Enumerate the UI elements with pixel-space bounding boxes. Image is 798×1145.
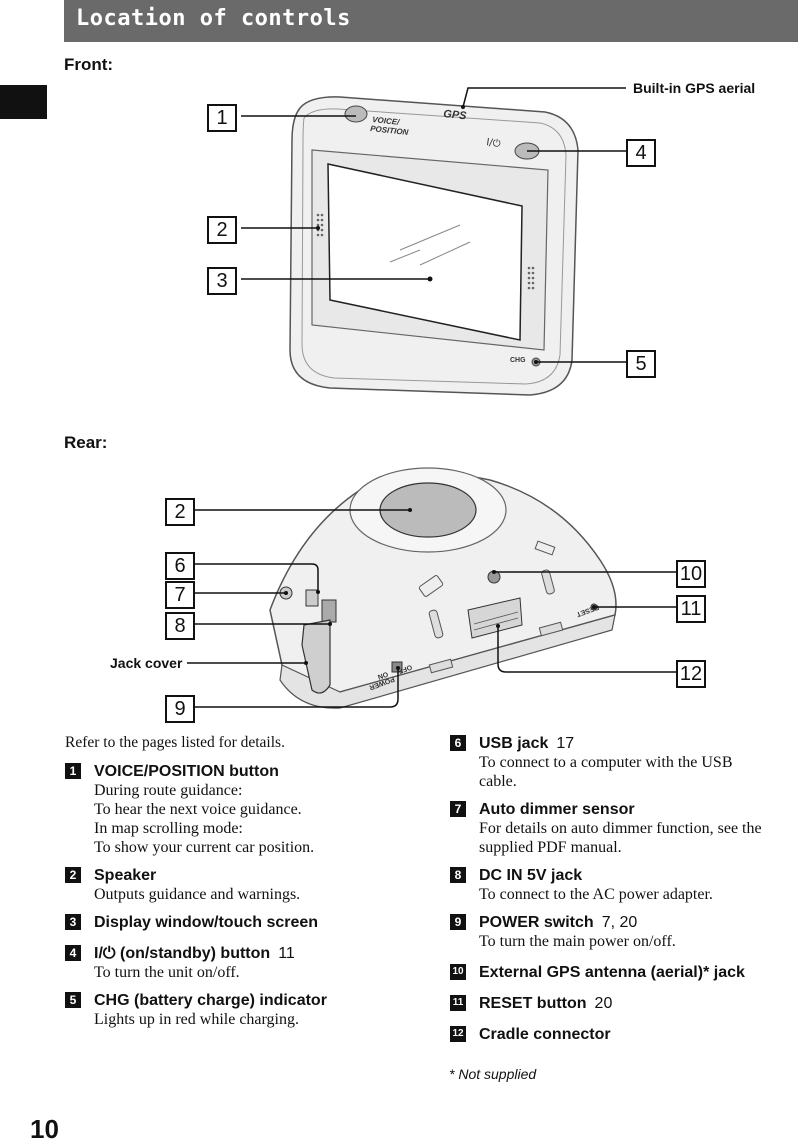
item-title: CHG (battery charge) indicator bbox=[94, 992, 327, 1009]
item-page-ref: 7, 20 bbox=[601, 914, 638, 931]
item-title: Speaker bbox=[94, 867, 157, 884]
list-item: 12 Cradle connector bbox=[450, 1025, 795, 1044]
item-number-badge: 7 bbox=[450, 801, 466, 817]
item-number-badge: 10 bbox=[450, 964, 466, 980]
item-title: Auto dimmer sensor bbox=[479, 801, 635, 818]
item-number-badge: 4 bbox=[65, 945, 81, 961]
item-number-badge: 2 bbox=[65, 867, 81, 883]
item-number-badge: 5 bbox=[65, 992, 81, 1008]
list-item: 4 I/⏻ (on/standby) button 11 To turn the … bbox=[65, 944, 415, 982]
rear-callout-7: 7 bbox=[165, 581, 195, 609]
rear-callout-6: 6 bbox=[165, 552, 195, 580]
item-desc-line: To show your current car position. bbox=[94, 839, 315, 856]
section-header-bar: Location of controls bbox=[64, 0, 798, 42]
item-title: DC IN 5V jack bbox=[479, 867, 583, 884]
item-number-badge: 6 bbox=[450, 735, 466, 751]
item-title: Display window/touch screen bbox=[94, 914, 319, 931]
list-item: 2 Speaker Outputs guidance and warnings. bbox=[65, 866, 415, 904]
gps-aerial-label: Built-in GPS aerial bbox=[633, 80, 756, 96]
item-number-badge: 8 bbox=[450, 867, 466, 883]
item-title: External GPS antenna (aerial)* jack bbox=[479, 964, 745, 981]
list-item: 11 RESET button 20 bbox=[450, 994, 795, 1013]
rear-callout-10: 10 bbox=[676, 560, 706, 588]
rear-heading: Rear: bbox=[64, 433, 108, 452]
item-desc-line: supplied PDF manual. bbox=[479, 839, 622, 856]
item-page-ref: 17 bbox=[556, 735, 575, 752]
left-column: Refer to the pages listed for details. 1… bbox=[65, 734, 415, 1038]
jack-cover-label: Jack cover bbox=[110, 655, 183, 671]
front-callout-1: 1 bbox=[207, 104, 237, 132]
front-device-illustration: VOICE/ POSITION GPS I/⏻ CHG bbox=[241, 87, 626, 396]
item-title: VOICE/POSITION button bbox=[94, 763, 279, 780]
item-desc-line: To turn the main power on/off. bbox=[479, 933, 676, 950]
rear-callout-12: 12 bbox=[676, 660, 706, 688]
item-number-badge: 1 bbox=[65, 763, 81, 779]
item-desc-line: cable. bbox=[479, 773, 517, 790]
item-desc-line: Outputs guidance and warnings. bbox=[94, 886, 301, 903]
item-desc-line: To turn the unit on/off. bbox=[94, 964, 240, 981]
list-item: 3 Display window/touch screen bbox=[65, 913, 415, 932]
on-device-label: ON bbox=[377, 670, 389, 680]
front-callout-5: 5 bbox=[626, 350, 656, 378]
list-item: 7 Auto dimmer sensor For details on auto… bbox=[450, 800, 795, 857]
page-number: 10 bbox=[30, 1114, 59, 1144]
item-number-badge: 11 bbox=[450, 995, 466, 1011]
rear-device-illustration: POWER ON OFF RESET bbox=[187, 467, 676, 709]
right-column: 6 USB jack 17 To connect to a computer wi… bbox=[450, 734, 795, 1053]
item-desc-line: In map scrolling mode: bbox=[94, 820, 243, 837]
item-desc-line: During route guidance: bbox=[94, 782, 243, 799]
list-item: 1 VOICE/POSITION button During route gui… bbox=[65, 762, 415, 857]
rear-callout-11: 11 bbox=[676, 595, 706, 623]
intro-text: Refer to the pages listed for details. bbox=[65, 734, 285, 751]
item-title: RESET button bbox=[479, 995, 587, 1012]
item-title: Cradle connector bbox=[479, 1026, 611, 1043]
item-desc-line: To connect to the AC power adapter. bbox=[479, 886, 713, 903]
list-item: 6 USB jack 17 To connect to a computer wi… bbox=[450, 734, 795, 791]
position-device-label: POSITION bbox=[370, 124, 409, 137]
side-tab-marker bbox=[0, 85, 47, 119]
item-desc-line: To connect to a computer with the USB bbox=[479, 754, 733, 771]
item-page-ref: 20 bbox=[594, 995, 613, 1012]
gps-device-label: GPS bbox=[443, 108, 468, 122]
item-desc-line: For details on auto dimmer function, see… bbox=[479, 820, 762, 837]
front-callout-2: 2 bbox=[207, 216, 237, 244]
off-device-label: OFF bbox=[397, 663, 413, 675]
section-title: Location of controls bbox=[76, 6, 351, 31]
voice-device-label: VOICE/ bbox=[372, 115, 401, 127]
item-desc-line: To hear the next voice guidance. bbox=[94, 801, 302, 818]
list-item: 5 CHG (battery charge) indicator Lights … bbox=[65, 991, 415, 1029]
item-title: I/⏻ (on/standby) button bbox=[94, 945, 271, 962]
rear-callout-8: 8 bbox=[165, 612, 195, 640]
item-desc-line: Lights up in red while charging. bbox=[94, 1011, 299, 1028]
footnote: * Not supplied bbox=[449, 1066, 537, 1082]
item-number-badge: 9 bbox=[450, 914, 466, 930]
item-number-badge: 12 bbox=[450, 1026, 466, 1042]
item-title: POWER switch bbox=[479, 914, 594, 931]
list-item: 9 POWER switch 7, 20 To turn the main pow… bbox=[450, 913, 795, 951]
item-page-ref: 11 bbox=[278, 945, 295, 962]
power-device-label: I/⏻ bbox=[486, 137, 502, 150]
rear-callout-9: 9 bbox=[165, 695, 195, 723]
list-item: 8 DC IN 5V jack To connect to the AC pow… bbox=[450, 866, 795, 904]
item-title: USB jack bbox=[479, 735, 549, 752]
front-heading: Front: bbox=[64, 55, 114, 74]
front-callout-4: 4 bbox=[626, 139, 656, 167]
front-callout-3: 3 bbox=[207, 267, 237, 295]
rear-callout-2: 2 bbox=[165, 498, 195, 526]
list-item: 10 External GPS antenna (aerial)* jack bbox=[450, 963, 795, 982]
chg-device-label: CHG bbox=[510, 357, 526, 364]
item-number-badge: 3 bbox=[65, 914, 81, 930]
